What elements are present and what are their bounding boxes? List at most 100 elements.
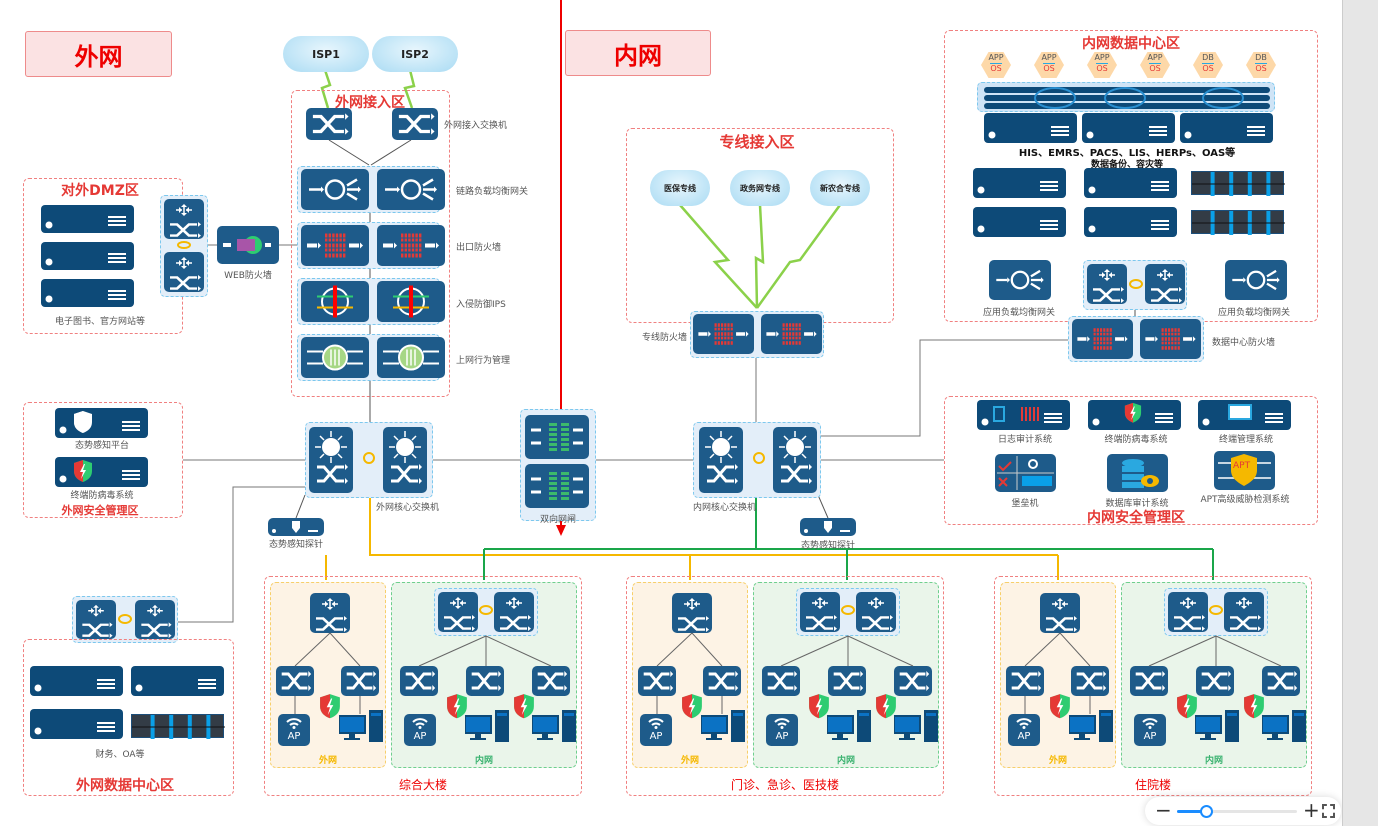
- inner-dc-switch-2[interactable]: [1145, 264, 1185, 304]
- building-outer-access-switch[interactable]: [703, 666, 741, 696]
- building-inner-ap[interactable]: AP: [766, 714, 798, 746]
- building-inner-core-switch[interactable]: [1168, 592, 1208, 632]
- building-outer-access-switch[interactable]: [1006, 666, 1044, 696]
- dmz-server-1[interactable]: [41, 205, 134, 233]
- backup-server-1[interactable]: [973, 168, 1066, 198]
- dmz-switch-1[interactable]: [164, 199, 204, 239]
- inner-probe[interactable]: [800, 518, 856, 536]
- building-inner-core-switch[interactable]: [800, 592, 840, 632]
- building-inner-core-switch[interactable]: [438, 592, 478, 632]
- building-outer-ap[interactable]: AP: [278, 714, 310, 746]
- building-zone: [264, 576, 582, 796]
- building-outer-access-switch[interactable]: [638, 666, 676, 696]
- building-outer-access-switch[interactable]: [1071, 666, 1109, 696]
- beh-device-2[interactable]: [377, 337, 445, 378]
- ips-device-2[interactable]: [377, 281, 445, 322]
- dc-firewall-1[interactable]: [1072, 319, 1133, 359]
- ips-device-1[interactable]: [301, 281, 369, 322]
- dmz-server-3[interactable]: [41, 279, 134, 307]
- building-inner-pc[interactable]: [531, 710, 578, 742]
- app-lb-2[interactable]: [1225, 260, 1287, 300]
- building-inner-ap[interactable]: AP: [1134, 714, 1166, 746]
- dc-firewall-2[interactable]: [1140, 319, 1201, 359]
- building-inner-access-switch[interactable]: [1262, 666, 1300, 696]
- lb-device-2[interactable]: [377, 169, 445, 210]
- leased-firewall-1[interactable]: [693, 314, 754, 354]
- inner-dc-server-2[interactable]: [1082, 113, 1175, 143]
- leased-firewall-2[interactable]: [761, 314, 822, 354]
- access-switch-1[interactable]: [306, 108, 352, 140]
- building-outer-pc[interactable]: [700, 710, 747, 742]
- outer-dc-server-2[interactable]: [131, 666, 224, 696]
- building-inner-access-switch[interactable]: [1196, 666, 1234, 696]
- bastion-host[interactable]: [995, 454, 1056, 492]
- antivirus-server[interactable]: [55, 457, 148, 487]
- access-switch-2[interactable]: [392, 108, 438, 140]
- zoom-out-button[interactable]: −: [1155, 798, 1172, 822]
- fw-device-1[interactable]: [301, 225, 369, 266]
- backup-server-2[interactable]: [1084, 168, 1177, 198]
- fit-screen-icon[interactable]: [1322, 804, 1335, 818]
- web-firewall[interactable]: [217, 226, 279, 264]
- building-inner-access-switch[interactable]: [762, 666, 800, 696]
- building-inner-pc[interactable]: [893, 710, 940, 742]
- outer-dc-server-1[interactable]: [30, 666, 123, 696]
- building-inner-core-switch[interactable]: [1224, 592, 1264, 632]
- outer-dc-switch-2[interactable]: [135, 600, 175, 639]
- outer-dc-switch-1[interactable]: [76, 600, 116, 639]
- zoom-slider-handle[interactable]: [1199, 805, 1213, 818]
- database-audit[interactable]: [1107, 454, 1168, 492]
- building-inner-access-switch[interactable]: [828, 666, 866, 696]
- building-outer-pc[interactable]: [338, 710, 385, 742]
- building-outer-pc[interactable]: [1068, 710, 1115, 742]
- backup-storage-2[interactable]: [1191, 210, 1285, 235]
- building-outer-core-switch[interactable]: [310, 593, 350, 633]
- outer-core-switch-2[interactable]: [383, 427, 427, 493]
- building-inner-access-switch[interactable]: [400, 666, 438, 696]
- dmz-server-2[interactable]: [41, 242, 134, 270]
- building-outer-ap[interactable]: AP: [640, 714, 672, 746]
- fw-device-2[interactable]: [377, 225, 445, 266]
- building-inner-access-switch[interactable]: [466, 666, 504, 696]
- building-inner-core-switch[interactable]: [494, 592, 534, 632]
- outer-core-switch-1[interactable]: [309, 427, 353, 493]
- building-outer-ap[interactable]: AP: [1008, 714, 1040, 746]
- lb-device-1[interactable]: [301, 169, 369, 210]
- backup-server-3[interactable]: [973, 207, 1066, 237]
- building-inner-core-switch[interactable]: [856, 592, 896, 632]
- building-outer-core-switch[interactable]: [1040, 593, 1080, 633]
- backup-storage-1[interactable]: [1191, 171, 1285, 196]
- backup-server-4[interactable]: [1084, 207, 1177, 237]
- outer-dc-storage[interactable]: [131, 714, 225, 739]
- inner-core-switch-1[interactable]: [699, 427, 743, 493]
- situational-awareness-platform[interactable]: [55, 408, 148, 438]
- building-inner-access-switch[interactable]: [894, 666, 932, 696]
- building-inner-ap[interactable]: AP: [404, 714, 436, 746]
- outer-dc-zone: [23, 639, 234, 796]
- beh-device-1[interactable]: [301, 337, 369, 378]
- apt-detection[interactable]: APT: [1214, 451, 1275, 490]
- building-outer-core-switch[interactable]: [672, 593, 712, 633]
- dmz-switch-2[interactable]: [164, 252, 204, 292]
- inner-dc-switch-1[interactable]: [1087, 264, 1127, 304]
- building-inner-pc[interactable]: [826, 710, 873, 742]
- inner-core-switch-2[interactable]: [773, 427, 817, 493]
- app-lb-1[interactable]: [989, 260, 1051, 300]
- zoom-in-button[interactable]: +: [1303, 798, 1320, 822]
- building-outer-access-switch[interactable]: [276, 666, 314, 696]
- inner-dc-server-1[interactable]: [984, 113, 1077, 143]
- outer-probe[interactable]: [268, 518, 324, 536]
- building-inner-pc[interactable]: [1194, 710, 1241, 742]
- gap-device-2[interactable]: [525, 464, 589, 508]
- building-outer-access-switch[interactable]: [341, 666, 379, 696]
- scrollbar-area[interactable]: [1342, 0, 1378, 826]
- zoom-slider-track[interactable]: [1177, 805, 1297, 818]
- gap-device-1[interactable]: [525, 415, 589, 459]
- building-inner-access-switch[interactable]: [1130, 666, 1168, 696]
- outer-dc-server-3[interactable]: [30, 709, 123, 739]
- inner-dc-server-3[interactable]: [1180, 113, 1273, 143]
- building-inner-access-switch[interactable]: [532, 666, 570, 696]
- building-inner-pc[interactable]: [464, 710, 511, 742]
- building-inner-pc[interactable]: [1261, 710, 1308, 742]
